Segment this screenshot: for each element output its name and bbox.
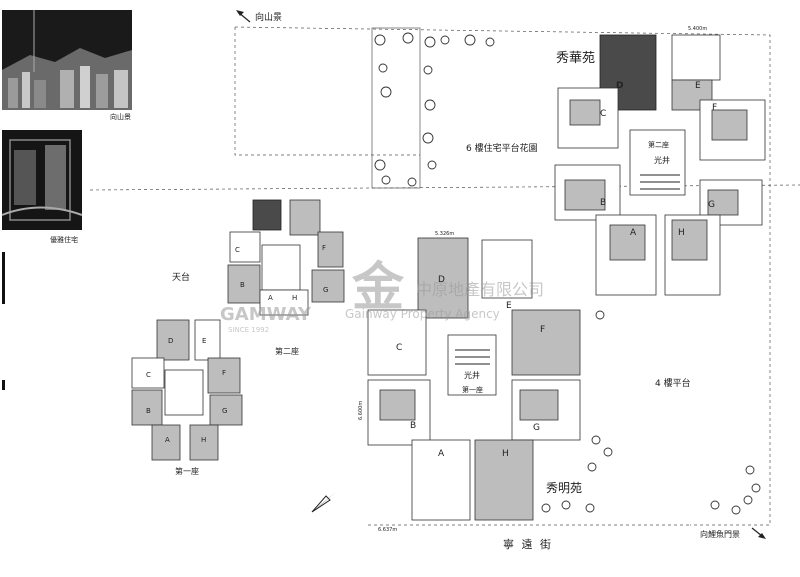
mountain-view-arrow: [236, 10, 251, 23]
podium-4f-label: 4 樓平台: [655, 377, 691, 389]
unit-b-north: B: [600, 198, 606, 208]
mountain-view-caption: 向山景: [110, 112, 131, 121]
watermark-logo-char: 金: [351, 258, 405, 318]
unit-e-small1: E: [202, 337, 206, 345]
edge-bar: [2, 252, 5, 304]
street-label: 寧 遠 街: [503, 537, 553, 551]
unit-f-north: F: [712, 103, 717, 113]
unit-d-north: D: [616, 81, 623, 91]
watermark-en2: Gainway Property Agency: [345, 307, 500, 321]
section-line: [89, 184, 800, 191]
block2-main-label: 第二座: [648, 140, 669, 149]
unit-a-north: A: [630, 228, 637, 238]
unit-b-small1: B: [146, 407, 151, 415]
photo-mountain-view: [2, 10, 132, 110]
lightwell-top-label: 光井: [654, 155, 670, 165]
unit-e-north: E: [695, 81, 701, 91]
unit-h-small2: H: [292, 294, 297, 302]
edge-bar: [2, 380, 5, 390]
rooftop-label: 天台: [172, 271, 190, 283]
garden-6f-label: 6 樓住宅平台花園: [466, 142, 538, 154]
mountain-view-label: 向山景: [255, 11, 282, 23]
dim-left: 5.326m: [435, 231, 454, 237]
unit-g-small1: G: [222, 407, 227, 415]
unit-d-south: D: [438, 275, 445, 285]
dim-bottom: 6.637m: [378, 527, 397, 533]
unit-c-small1: C: [146, 371, 151, 379]
north-arrow-icon: [311, 492, 336, 513]
block1-main-label: 第一座: [462, 385, 483, 394]
unit-e-south: E: [506, 301, 512, 311]
estate-south-label: 秀明苑: [546, 481, 582, 495]
unit-g-north: G: [708, 200, 715, 210]
watermark-cn: 中原地產有限公司: [416, 280, 544, 299]
small-plan-block1: [131, 319, 243, 461]
unit-f-south: F: [540, 325, 545, 335]
unit-b-south: B: [410, 421, 416, 431]
unit-c-north: C: [600, 109, 606, 119]
watermark-since: SINCE 1992: [228, 326, 269, 334]
unit-a-small2: A: [268, 294, 273, 302]
lightwell-bottom-label: 光井: [464, 370, 480, 380]
unit-c-small2: C: [235, 246, 240, 254]
garden-trees: [371, 27, 495, 189]
building-north: [554, 34, 766, 296]
unit-b-small2: B: [240, 281, 245, 289]
unit-a-small1: A: [165, 436, 170, 444]
unit-h-north: H: [678, 228, 685, 238]
podium-trees: [541, 310, 761, 515]
small-plan-block2: [227, 199, 345, 316]
unit-h-south: H: [502, 449, 509, 459]
block2-small-label: 第二座: [275, 346, 299, 356]
block1-small-label: 第一座: [175, 466, 199, 476]
elegant-home-caption: 優雅住宅: [50, 235, 78, 244]
building-south: [367, 237, 581, 521]
unit-h-small1: H: [201, 436, 206, 444]
dim-top: 5.400m: [688, 26, 707, 32]
unit-c-south: C: [396, 343, 402, 353]
unit-g-small2: G: [323, 286, 328, 294]
lyemun-view-label: 向鯉魚門景: [700, 529, 740, 539]
estate-north-label: 秀華苑: [556, 51, 595, 66]
photo-elegant-home: [1, 130, 83, 230]
unit-g-south: G: [533, 423, 540, 433]
site-boundary: [234, 26, 771, 526]
unit-f-small2: F: [322, 244, 326, 252]
unit-a-south: A: [438, 449, 445, 459]
dim-side: 6.600m: [358, 401, 364, 420]
unit-d-small1: D: [168, 337, 173, 345]
watermark-logo: 金 中原地產有限公司 GAMWAY Gainway Property Agenc…: [220, 258, 544, 334]
unit-f-small1: F: [222, 369, 226, 377]
site-boundary-left: [234, 27, 420, 156]
lyemun-view-arrow: [751, 527, 766, 539]
watermark-en: GAMWAY: [220, 304, 312, 325]
